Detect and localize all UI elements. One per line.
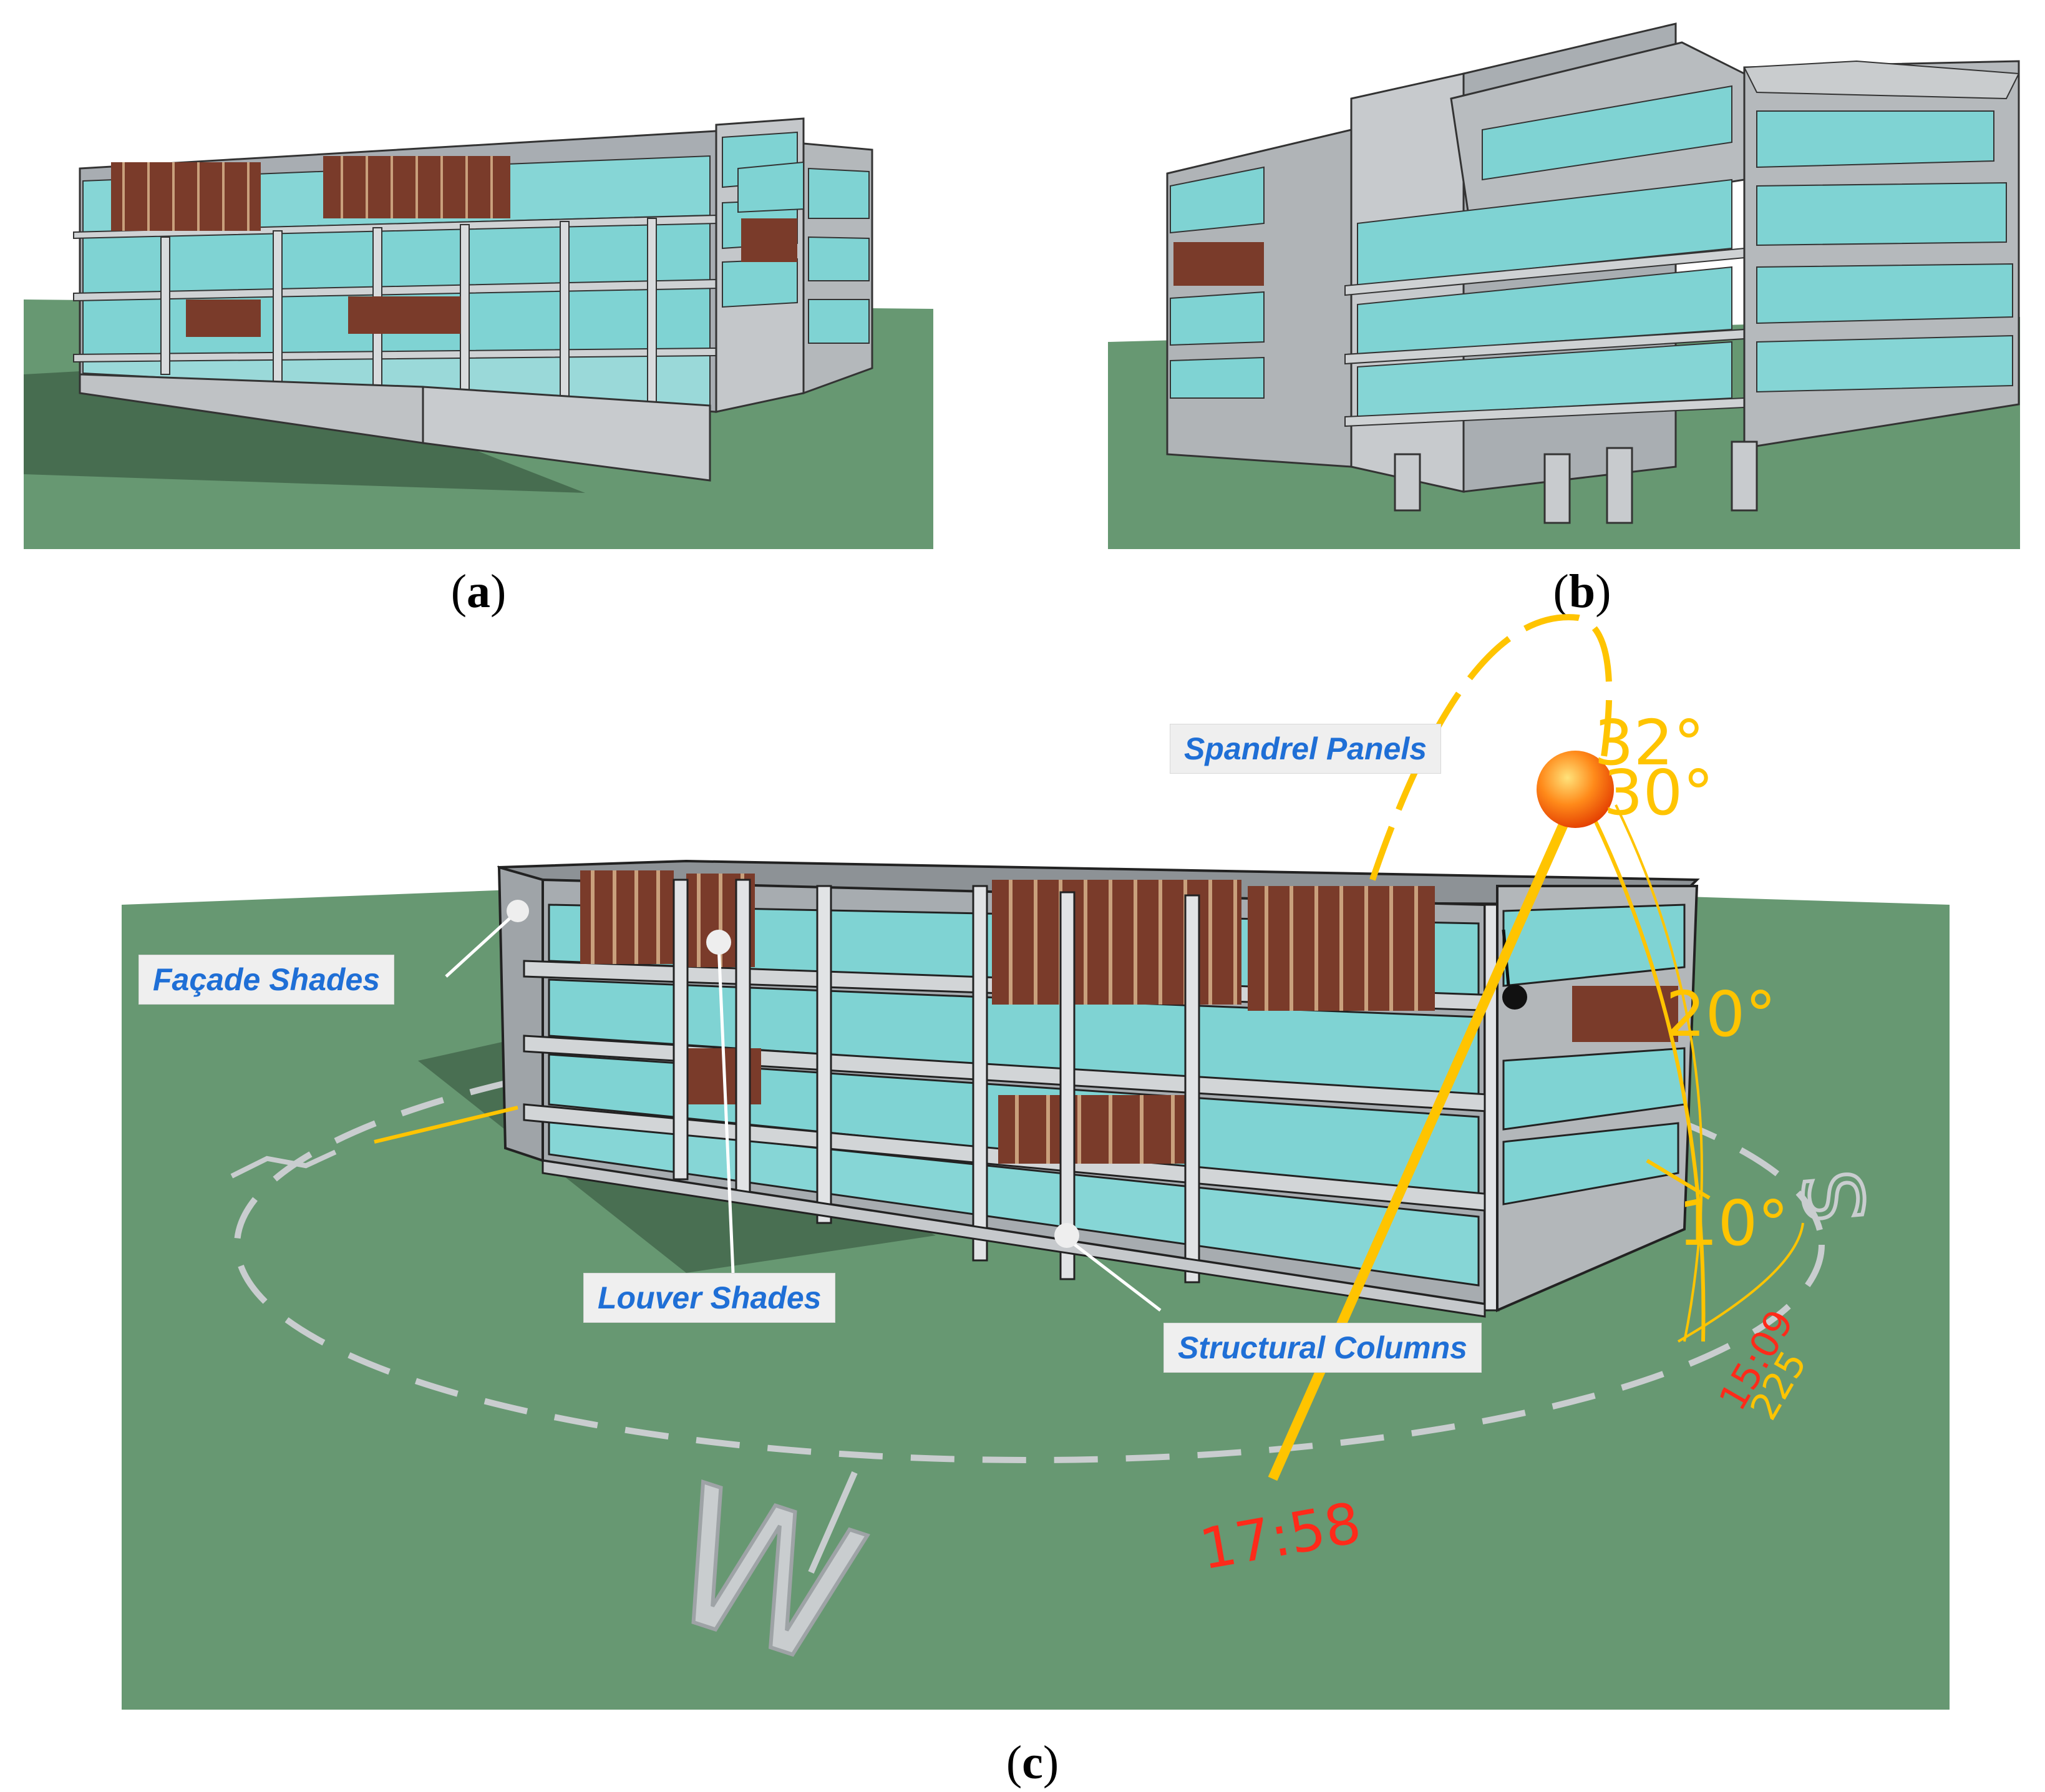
structural-columns-marker <box>1054 1223 1079 1248</box>
sun-angle-10: 10° <box>1678 1187 1789 1260</box>
compass-ring <box>234 1026 1825 1463</box>
structural-columns <box>673 879 1500 1312</box>
panel-c-render: W S <box>0 611 2045 1728</box>
sun-angle-20: 20° <box>1666 978 1776 1051</box>
columns <box>160 218 657 412</box>
facade-shades-marker <box>507 900 529 922</box>
spandrel-panels-marker <box>1502 985 1527 1010</box>
caption-a: (a) <box>450 565 507 618</box>
sun-icon <box>1537 751 1614 828</box>
facade-shades-callout: Façade Shades <box>138 955 395 1005</box>
louver-shades-callout: Louver Shades <box>583 1273 836 1323</box>
structural-columns-callout: Structural Columns <box>1163 1323 1482 1373</box>
compass-south-text: S <box>1785 1167 1885 1226</box>
building-c <box>497 859 1700 1318</box>
panel-a-render <box>24 94 933 549</box>
caption-c: (c) <box>1006 1736 1059 1789</box>
caption-b-letter: b <box>1568 565 1596 618</box>
caption-c-letter: c <box>1022 1736 1043 1789</box>
callout-leaders <box>445 910 1162 1312</box>
caption-b: (b) <box>1553 565 1611 618</box>
compass-south-letter: S <box>1784 1165 1887 1228</box>
sun-angle-32: 32° <box>1594 706 1704 779</box>
spandrel-panels-callout: Spandrel Panels <box>1170 724 1442 774</box>
caption-a-letter: a <box>467 565 490 618</box>
panel-b-render <box>1108 17 2020 549</box>
louver-shades-marker <box>706 930 731 955</box>
sun-angle-30: 30° <box>1603 756 1714 829</box>
